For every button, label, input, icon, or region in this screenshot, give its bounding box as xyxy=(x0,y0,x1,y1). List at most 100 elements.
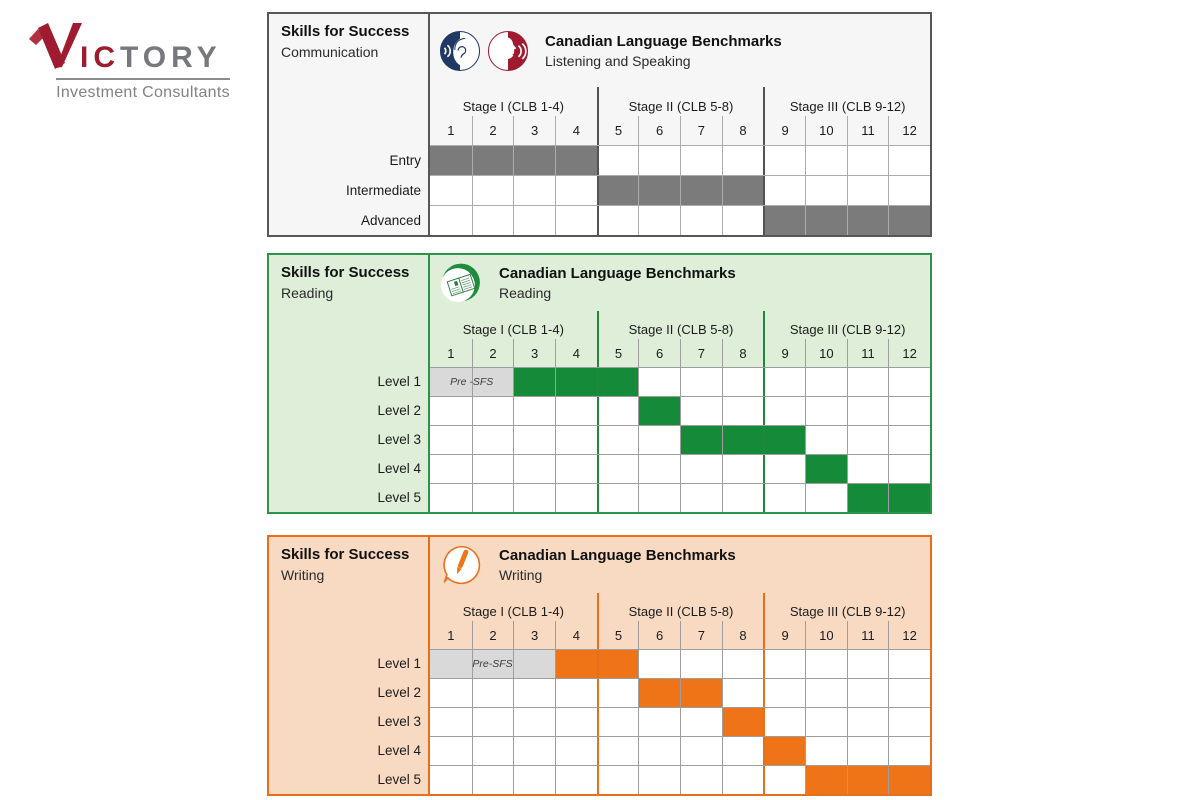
cell-clb-4 xyxy=(555,484,597,512)
clb-number: 10 xyxy=(805,621,847,649)
cell-clb-4 xyxy=(555,455,597,483)
cell-clb-8 xyxy=(721,146,764,175)
clb-number: 1 xyxy=(447,627,455,643)
brand-letters: IC TORY xyxy=(80,43,222,75)
data-row-level-4 xyxy=(430,736,930,765)
cell-clb-7 xyxy=(680,708,722,736)
row-label: Level 5 xyxy=(377,490,421,505)
cell-clb-10 xyxy=(805,708,847,736)
cell-clb-4 xyxy=(555,650,597,678)
row-label: Level 4 xyxy=(377,461,421,476)
cell-clb-7 xyxy=(680,426,722,454)
cell-clb-3 xyxy=(513,426,555,454)
cell-clb-1 xyxy=(430,708,472,736)
listening-icon xyxy=(439,30,481,72)
cell-clb-9 xyxy=(763,146,805,175)
cell-clb-6 xyxy=(638,146,680,175)
clb-title: Canadian Language Benchmarks xyxy=(499,547,736,564)
brand-letters-red: IC xyxy=(80,41,120,74)
clb-number: 1 xyxy=(447,345,455,361)
cell-clb-3 xyxy=(513,206,555,235)
brand-tagline: Investment Consultants xyxy=(56,78,230,102)
writing-icon xyxy=(439,544,483,586)
clb-number: 6 xyxy=(638,621,680,649)
cell-clb-8 xyxy=(721,206,764,235)
cell-clb-5 xyxy=(596,206,639,235)
cell-clb-10 xyxy=(805,426,847,454)
cell-clb-5 xyxy=(596,176,639,205)
cell-clb-4 xyxy=(555,146,597,175)
clb-number: 2 xyxy=(471,621,514,649)
cell-clb-5 xyxy=(596,368,639,396)
stage-header: Stage III (CLB 9-12) xyxy=(763,87,930,116)
left-spacer xyxy=(269,593,428,649)
cell-clb-7 xyxy=(680,679,722,707)
cell-clb-9 xyxy=(763,176,805,205)
clb-subtitle: Writing xyxy=(499,567,543,583)
clb-number: 7 xyxy=(680,621,722,649)
cell-clb-6 xyxy=(638,679,680,707)
cell-clb-8 xyxy=(721,176,764,205)
cell-clb-2 xyxy=(471,206,514,235)
data-row-level-3 xyxy=(430,707,930,736)
data-row-level-1: Pre-SFS xyxy=(430,649,930,678)
row-label: Entry xyxy=(389,152,421,168)
row-label: Level 1 xyxy=(377,374,421,389)
reading-icon xyxy=(439,262,483,304)
cell-clb-6 xyxy=(638,397,680,425)
cell-clb-1 xyxy=(430,455,472,483)
cell-clb-5 xyxy=(596,455,639,483)
cell-clb-2 xyxy=(471,426,514,454)
cell-clb-6 xyxy=(638,206,680,235)
cell-clb-3 xyxy=(513,679,555,707)
cell-clb-9 xyxy=(763,426,805,454)
cell-clb-7 xyxy=(680,650,722,678)
clb-number: 12 xyxy=(888,116,930,145)
cell-clb-7 xyxy=(680,368,722,396)
data-row-level-1: Pre -SFS xyxy=(430,367,930,396)
cell-clb-12 xyxy=(888,206,930,235)
cell-clb-1 xyxy=(430,737,472,765)
cell-clb-9 xyxy=(763,397,805,425)
cell-clb-8 xyxy=(721,484,764,512)
cell-clb-2 xyxy=(471,737,514,765)
clb-number: 11 xyxy=(846,116,889,145)
clb-number: 6 xyxy=(638,116,680,145)
cell-clb-4 xyxy=(555,397,597,425)
cell-clb-1 xyxy=(430,206,472,235)
cell-clb-12 xyxy=(888,455,930,483)
cell-clb-10 xyxy=(805,650,847,678)
cell-clb-2 xyxy=(471,176,514,205)
clb-subtitle: Reading xyxy=(499,285,552,301)
cell-clb-2 xyxy=(471,368,514,396)
cell-clb-6 xyxy=(638,176,680,205)
clb-subtitle: Listening and Speaking xyxy=(545,52,691,69)
cell-clb-7 xyxy=(680,455,722,483)
cell-clb-12 xyxy=(888,766,930,794)
cell-clb-12 xyxy=(888,146,930,175)
row-label: Level 2 xyxy=(377,685,421,700)
brand-logo: IC TORY Investment Consultants xyxy=(28,22,238,102)
cell-clb-3 xyxy=(513,146,555,175)
stage-header: Stage III (CLB 9-12) xyxy=(763,311,930,339)
data-row-level-3 xyxy=(430,425,930,454)
cell-clb-12 xyxy=(888,737,930,765)
cell-clb-5 xyxy=(596,766,639,794)
row-label: Advanced xyxy=(360,212,421,228)
cell-clb-4 xyxy=(555,176,597,205)
cell-clb-11 xyxy=(846,455,889,483)
cell-clb-6 xyxy=(638,708,680,736)
clb-number: 9 xyxy=(763,621,805,649)
cell-clb-5 xyxy=(596,397,639,425)
cell-clb-2 xyxy=(471,484,514,512)
